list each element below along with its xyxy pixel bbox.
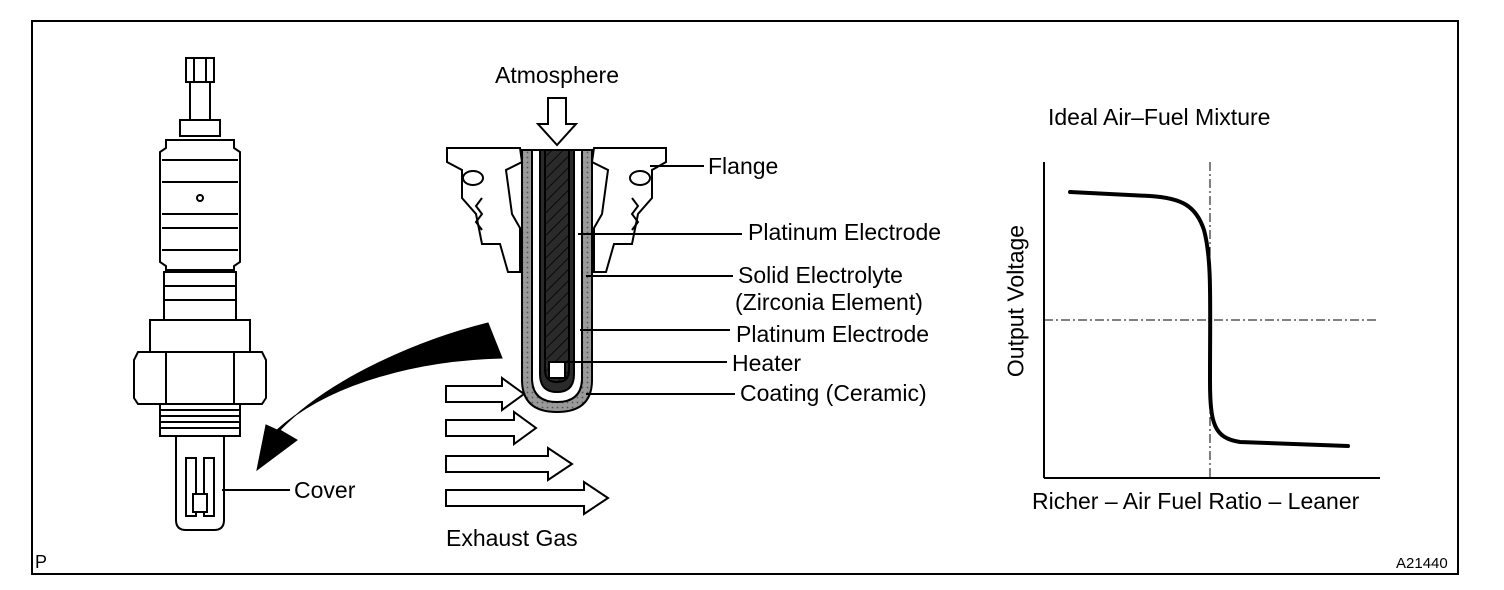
exhaust-arrow-icon — [445, 480, 610, 516]
zirconia-element-label: (Zirconia Element) — [735, 289, 923, 315]
output-voltage-chart — [1043, 162, 1380, 479]
platinum-electrode-inner-label: Platinum Electrode — [736, 321, 930, 347]
oxygen-sensor-illustration — [133, 57, 267, 531]
exhaust-arrow-icon — [445, 376, 526, 412]
flange-label: Flange — [708, 153, 779, 179]
diagram-frame — [31, 20, 1459, 575]
heater-label: Heater — [732, 350, 802, 376]
curved-arrow-icon — [256, 322, 503, 472]
chart-title: Ideal Air–Fuel Mixture — [1048, 104, 1271, 130]
platinum-electrode-outer-label: Platinum Electrode — [748, 219, 942, 245]
exhaust-gas-label: Exhaust Gas — [446, 525, 578, 551]
coating-label: Coating (Ceramic) — [740, 380, 927, 406]
sensor-cross-section — [446, 97, 667, 414]
label-leader-lines — [566, 165, 742, 395]
exhaust-arrow-icon — [445, 410, 538, 446]
output-voltage-curve — [1068, 190, 1350, 448]
chart-x-axis-label: Richer – Air Fuel Ratio – Leaner — [1032, 488, 1360, 514]
figure-id: A21440 — [1396, 555, 1448, 572]
corner-code-left: P — [35, 552, 48, 572]
cover-label: Cover — [294, 477, 356, 503]
solid-electrolyte-label: Solid Electrolyte — [738, 262, 903, 288]
exhaust-arrow-icon — [445, 446, 574, 482]
atmosphere-label: Atmosphere — [495, 62, 620, 88]
atmosphere-arrow-icon — [535, 97, 579, 147]
exhaust-gas-arrows — [445, 376, 610, 516]
chart-y-axis-label: Output Voltage — [1002, 224, 1029, 378]
